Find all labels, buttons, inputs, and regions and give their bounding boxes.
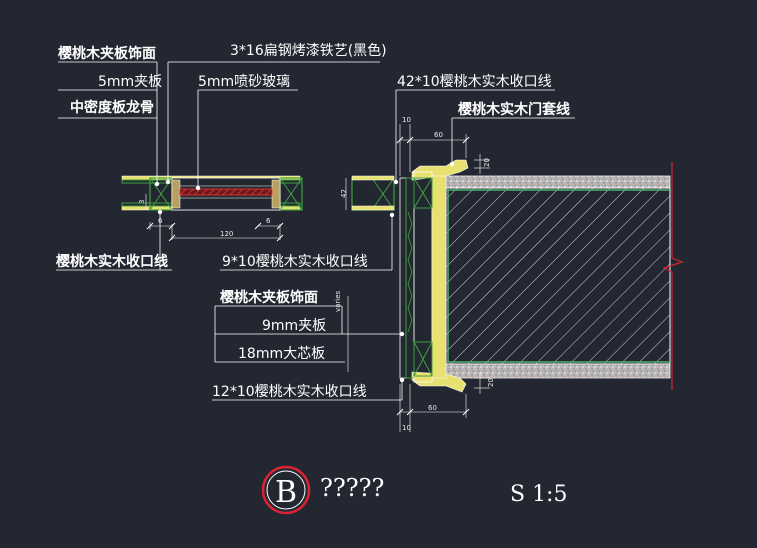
- detail-symbol-letter: B: [275, 475, 297, 510]
- dim-20-bottom: 20: [487, 378, 495, 387]
- label-trim-9x10: 9*10樱桃木实木收口线: [222, 253, 368, 270]
- dim-6-left: 6: [158, 217, 163, 225]
- detail-scale: S 1:5: [510, 482, 567, 507]
- label-plywood-9mm: 9mm夹板: [262, 318, 326, 334]
- dim-6-right: 6: [266, 217, 271, 225]
- leader-dots: [154, 161, 455, 383]
- leader-lines: [56, 61, 575, 401]
- label-mdf-keel: 中密度板龙骨: [70, 99, 154, 116]
- label-plywood-5mm: 5mm夹板: [98, 74, 162, 90]
- label-door-casing: 樱桃木实木门套线: [458, 101, 570, 118]
- label-trim-12x10: 12*10樱桃木实木收口线: [212, 383, 367, 400]
- label-flat-steel: 3*16扁钢烤漆铁艺(黑色): [230, 42, 387, 59]
- detail-title: ?????: [320, 474, 384, 502]
- label-trim-left: 樱桃木实木收口线: [56, 253, 168, 270]
- doorframe-section: [399, 159, 684, 393]
- dim-120: 120: [220, 230, 233, 238]
- label-sandblast-glass: 5mm喷砂玻璃: [198, 73, 290, 90]
- label-veneer-finish-top: 樱桃木夹板饰面: [58, 45, 156, 62]
- dimension-lines: [145, 124, 490, 432]
- dim-10-bottom: 10: [402, 424, 411, 432]
- dim-42: 42: [340, 189, 348, 198]
- dim-side: varies: [334, 290, 342, 312]
- label-veneer-finish-mid: 樱桃木夹板饰面: [220, 289, 318, 306]
- detail-symbol: [261, 465, 311, 515]
- dimension-ticks: [146, 136, 470, 416]
- dim-20-top: 20: [483, 158, 491, 167]
- label-blockboard-18mm: 18mm大芯板: [238, 346, 325, 362]
- dim-60-top: 60: [434, 131, 443, 139]
- label-trim-42x10: 42*10樱桃木实木收口线: [397, 73, 552, 90]
- dim-10-top: 10: [402, 116, 411, 124]
- dim-3: 3: [138, 200, 146, 204]
- partition-section: [121, 175, 395, 211]
- dim-60-bottom: 60: [428, 404, 437, 412]
